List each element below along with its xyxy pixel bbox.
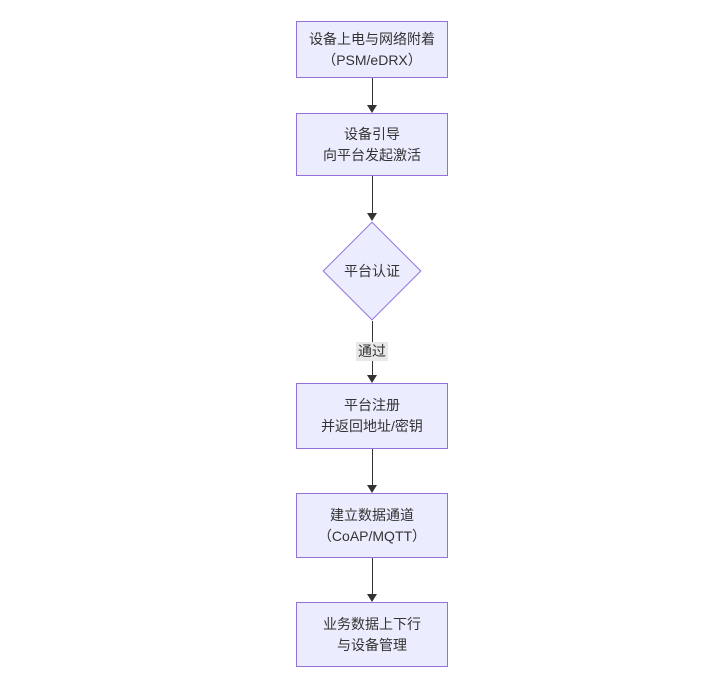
edge-bootstrap-to-auth bbox=[366, 176, 378, 221]
edge-power-to-bootstrap bbox=[366, 78, 378, 113]
decision-label: 平台认证 bbox=[344, 263, 400, 279]
node-label-line: 设备上电与网络附着 bbox=[309, 30, 435, 47]
node-business-data: 业务数据上下行 与设备管理 bbox=[296, 602, 448, 667]
arrowhead-down-icon bbox=[367, 375, 377, 383]
arrowhead-down-icon bbox=[367, 485, 377, 493]
node-label-line: 并返回地址/密钥 bbox=[321, 418, 423, 434]
edge-label-pass: 通过 bbox=[356, 342, 388, 361]
node-label-line: （CoAP/MQTT） bbox=[317, 527, 427, 544]
node-bootstrap-activate: 设备引导 向平台发起激活 bbox=[296, 113, 448, 176]
arrowhead-down-icon bbox=[367, 105, 377, 113]
node-label-line: 设备引导 bbox=[344, 125, 400, 142]
edge-register-to-channel bbox=[366, 449, 378, 493]
node-label-line: （PSM/eDRX） bbox=[322, 51, 422, 68]
edge-channel-to-business bbox=[366, 558, 378, 602]
arrowhead-down-icon bbox=[367, 594, 377, 602]
node-platform-register: 平台注册 并返回地址/密钥 bbox=[296, 383, 448, 449]
node-power-attach: 设备上电与网络附着 （PSM/eDRX） bbox=[296, 21, 448, 78]
edge-line bbox=[371, 558, 373, 596]
node-label-line: 与设备管理 bbox=[337, 636, 407, 653]
edge-line bbox=[371, 449, 373, 487]
node-label-line: 业务数据上下行 bbox=[323, 615, 421, 632]
edge-line bbox=[371, 78, 373, 107]
node-label-line: 向平台发起激活 bbox=[323, 146, 421, 163]
node-label-line: 平台注册 bbox=[344, 397, 400, 413]
arrowhead-down-icon bbox=[367, 213, 377, 221]
edge-line bbox=[371, 176, 373, 215]
node-data-channel: 建立数据通道 （CoAP/MQTT） bbox=[296, 493, 448, 558]
node-label-line: 建立数据通道 bbox=[330, 506, 414, 523]
